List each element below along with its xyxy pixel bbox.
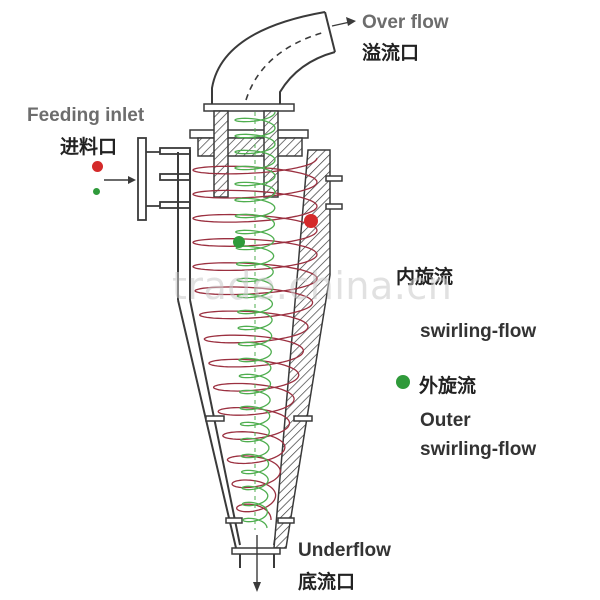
feeding-inlet-label-en: Feeding inlet <box>27 105 145 126</box>
outer-swirl-path <box>192 157 318 520</box>
watermark: trade.china.cn <box>172 264 453 308</box>
outer-flow-label-en-line2: swirling-flow <box>420 439 537 460</box>
feed-inlet <box>104 137 191 221</box>
feeding-inlet-label-zh: 进料口 <box>60 136 118 158</box>
overflow-label-en: Over flow <box>362 12 449 33</box>
cyclone-body <box>177 149 331 568</box>
body-flanges <box>205 175 343 524</box>
green-particle-legend <box>93 188 100 195</box>
inner-swirl-path <box>234 111 276 529</box>
red-particle-legend <box>92 161 103 172</box>
green-particle-outer-legend <box>396 375 410 389</box>
green-particle-in-body <box>233 236 245 248</box>
red-particle-in-body <box>304 214 318 228</box>
outer-flow-label-en-line1: Outer <box>420 410 471 431</box>
inner-swirling-flow <box>234 111 276 530</box>
underflow-arrow <box>253 535 261 592</box>
underflow-label-zh: 底流口 <box>298 571 356 593</box>
inner-flow-label-zh: 内旋流 <box>396 266 454 288</box>
inner-flow-label-en: swirling-flow <box>420 321 537 342</box>
overflow-arrow <box>331 17 356 27</box>
outer-swirling-flow <box>192 157 318 520</box>
overflow-pipe <box>211 11 336 108</box>
outer-flow-label-zh: 外旋流 <box>419 375 477 397</box>
overflow-label-zh: 溢流口 <box>362 42 420 64</box>
underflow-label-en: Underflow <box>298 540 391 561</box>
